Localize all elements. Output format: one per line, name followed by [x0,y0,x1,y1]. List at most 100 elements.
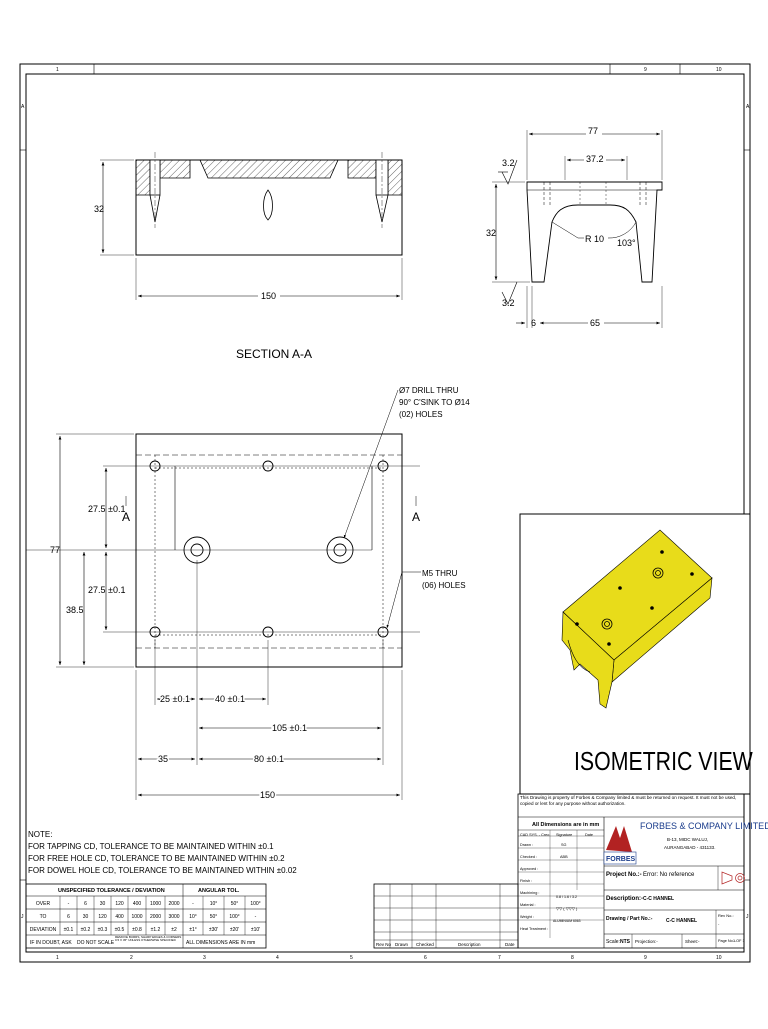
zone-bottom-9: 9 [644,955,647,961]
plan-dim-38: 38.5 [66,605,84,615]
side-view: 77 37.2 3.2 3.2 32 R 10 103° 6 65 [486,126,663,328]
tol-cell-r1-c0: TO [40,914,47,920]
plan-dim-27b: 27.5 ±0.1 [88,585,125,595]
tol-cell-r0-c0: OVER [36,901,51,907]
plan-view: Ø7 DRILL THRU 90° C'SINK TO Ø14 (02) HOL… [26,386,470,802]
tol-cell-r0-c11: 100° [250,901,260,907]
tol-cell-r0-c7: 2000 [168,901,179,907]
side-dim-left: 6 [531,318,536,328]
zone-bottom-4: 4 [276,955,279,961]
zone-right-j: J [746,914,749,920]
approval-row-1: Checked : [520,855,537,859]
machining-symbols: ▽▽ ( ▽▽▽ ) [556,906,578,911]
tol-cell-r1-c10: 100° [229,914,239,920]
side-radius: R 10 [585,234,604,244]
desc-label: Description:- [606,896,643,902]
checked-sig: ABB [560,855,568,859]
drawing-label: Drawing / Part No.:- [606,916,653,922]
project-label: Project No.:- [606,872,642,878]
tol-cell-r1-c8: 10° [189,914,197,920]
tol-cell-r2-c0: DEVIATION [30,927,57,933]
logo-text: FORBES [606,856,636,863]
tolerance-table: UNSPECIFIED TOLERANCE / DEVIATION ANGULA… [25,883,267,949]
approval-row-0: Drawn : [520,843,533,847]
side-dim-height: 32 [486,228,496,238]
rev-header-drawn: Drawn [395,942,409,947]
property-note: This Drawing is property of Forbes & Com… [520,795,736,806]
zone-bottom-3: 3 [203,955,206,961]
company-address-1: B-13, MIDC WALUJ, [667,837,708,842]
plan-dim-35: 35 [158,754,168,764]
side-angle: 103° [617,238,636,248]
note-line-1: FOR TAPPING CD, TOLERANCE TO BE MAINTAIN… [28,842,274,851]
tol-cell-r0-c1: - [68,901,70,907]
drawing-value: C-C HANNEL [666,918,697,924]
tapped-holes [149,460,389,638]
section-view: 32 150 SECTION A-A [94,152,403,361]
callout-drill-1: Ø7 DRILL THRU [399,386,459,395]
approval-row-2: Approved : [520,867,538,871]
side-dim-right: 65 [590,318,600,328]
scale-value: NTS [620,939,631,945]
tol-cell-r1-c6: 2000 [150,914,161,920]
material-value: ALUMINIUM 6063 [553,919,581,923]
callout-tap-1: M5 THRU [422,569,458,578]
zone-bottom-6: 6 [424,955,427,961]
tol-cell-r0-c8: - [192,901,194,907]
rev-header-desc: Description [458,942,481,947]
isometric-part [561,529,713,709]
tol-footer-ask: IF IN DOUBT, ASK [30,940,72,946]
rev-label: Rev No.: [718,913,734,918]
plan-dim-27a: 27.5 ±0.1 [88,504,125,514]
tol-footer-scale: DO NOT SCALE [77,940,115,946]
tol-cell-r0-c4: 120 [115,901,124,907]
zone-left-j: J [21,914,24,920]
rev-header-checked: Checked [416,942,434,947]
tol-cell-r0-c6: 1000 [150,901,161,907]
notes-block: NOTE: FOR TAPPING CD, TOLERANCE TO BE MA… [28,830,297,875]
side-dim-inner: 37.2 [586,154,604,164]
approval-row-7: Heat Treatment : [520,927,548,931]
tol-cell-r1-c9: 50° [210,914,218,920]
callout-drill-2: 90° C'SINK TO Ø14 [399,398,470,407]
drawn-sig: SG [561,843,567,847]
approval-h2: Signature [556,833,572,837]
notes-heading: NOTE: [28,830,52,839]
isometric-panel: ISOMETRIC VIEW [519,513,753,795]
company-name: FORBES & COMPANY LIMITED [640,821,768,831]
dims-note: All Dimensions are in mm [532,822,599,828]
approval-row-4: Machining : [520,891,539,895]
approval-row-5: Material : [520,903,536,907]
rev-value: - [718,921,720,926]
tol-cell-r2-c9: ±30' [209,927,218,933]
projection-symbol-icon [721,871,745,885]
angular-title: ANGULAR TOL. [198,888,240,894]
sheet-label: Sheet:- [685,939,700,944]
zone-right-a: A [746,104,750,110]
side-finish-top: 3.2 [502,158,515,168]
zone-left-a: A [21,104,25,110]
tol-cell-r1-c5: 1000 [131,914,142,920]
projection-label: Projection:- [635,939,658,944]
tol-cell-r1-c11: - [255,914,257,920]
zone-bottom-2: 2 [130,955,133,961]
tol-cell-r2-c5: ±0.8 [132,927,142,933]
section-title: SECTION A-A [236,347,312,361]
sheet-border [19,63,751,963]
tol-footer-units: ALL DIMENSIONS ARE IN mm [186,940,255,946]
zone-bottom-1: 1 [56,955,59,961]
company-address-2: AURANGABAD - 431133. [664,845,715,850]
plan-dim-25: 25 ±0.1 [160,694,190,704]
scale-label: Scale: [606,939,620,945]
tol-cell-r2-c6: ±1.2 [151,927,161,933]
tol-cell-r1-c2: 30 [83,914,89,920]
page-value: 1 OF 1 [733,939,745,943]
note-line-3: FOR DOWEL HOLE CD, TOLERANCE TO BE MAINT… [28,866,297,875]
tol-cell-r2-c3: ±0.3 [98,927,108,933]
side-dim-overall: 77 [588,126,598,136]
tol-cell-r2-c8: ±1° [189,927,197,933]
rev-header-no: Rev No [376,942,392,947]
revision-table: Rev No Drawn Checked Description Date [373,883,519,949]
